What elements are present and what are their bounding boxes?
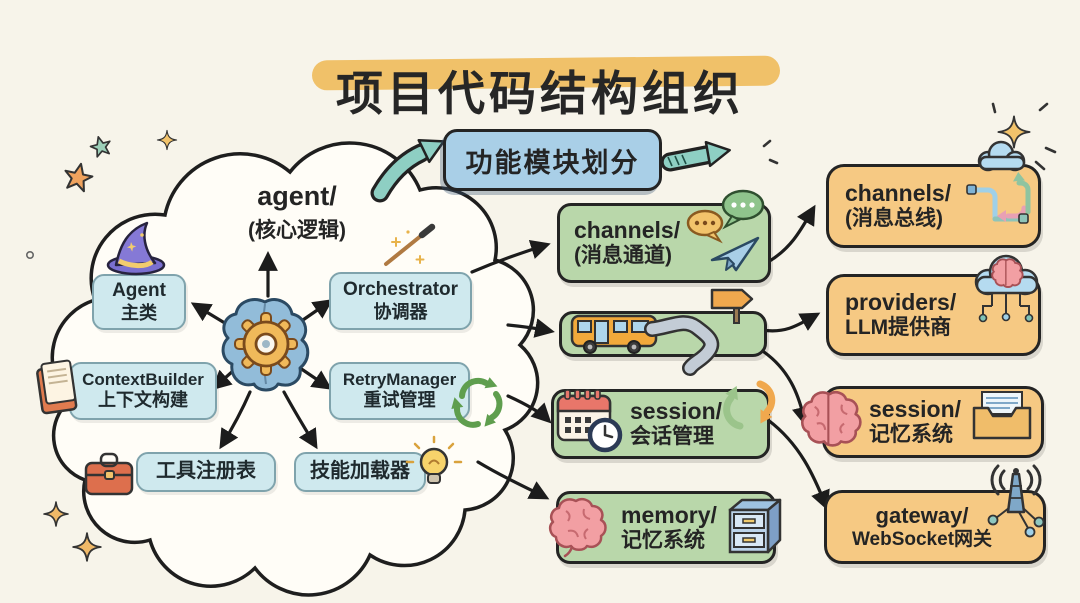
node-transport-graphic [559,311,767,357]
node-memory-middle: memory/ 记忆系统 [556,491,776,564]
sparkle-icon [72,532,102,562]
node-label: 协调器 [373,301,428,322]
node-label: 技能加载器 [310,460,410,483]
node-tool-registry: 工具注册表 [136,452,276,492]
node-label: providers/ [845,289,957,316]
node-session-middle: session/ 会话管理 [551,389,770,459]
node-label: RetryManager [342,370,457,390]
node-label: gateway/ [875,502,969,528]
node-session-memory: session/ 记忆系统 [822,386,1044,458]
node-context-builder: ContextBuilder 上下文构建 [69,362,217,420]
sparkle-icon [43,501,69,527]
node-gateway: gateway/ WebSocket网关 [824,490,1046,564]
page-title: 项目代码结构组织 [336,67,744,121]
node-label: (消息总线) [845,207,943,231]
node-channels-middle: channels/ (消息通道) [557,203,771,283]
node-label: 上下文构建 [98,390,188,411]
cloud-inner-arrows [190,251,334,450]
node-label: ContextBuilder [82,370,204,390]
node-skill-loader: 技能加载器 [294,452,426,492]
banner-function-modules: 功能模块划分 [443,129,662,191]
node-retry-manager: RetryManager 重试管理 [329,362,470,420]
node-label: 工具注册表 [156,460,256,483]
node-label: LLM提供商 [845,316,952,340]
node-label: session/ [869,396,962,423]
node-label: channels/ [574,217,681,244]
node-label: channels/ [845,180,952,207]
star-icon [89,136,111,158]
node-label: WebSocket网关 [851,528,993,550]
star-icon [64,162,94,193]
teal-arrow-right-icon [660,140,731,172]
node-label: Agent [112,280,166,302]
dot-decoration [25,251,34,260]
wizard-hat-icon [106,221,166,276]
magic-wand-icon [384,223,436,266]
node-channels-bus: channels/ (消息总线) [826,164,1041,248]
cloud-heading-line2: (核心逻辑) [248,219,346,242]
node-label: 主类 [121,302,157,323]
node-label: Orchestrator [342,279,459,301]
node-label: session/ [630,398,723,425]
node-label: 会话管理 [630,425,714,449]
banner-label: 功能模块划分 [465,147,640,178]
sparkle-icon [156,129,178,151]
node-label: 记忆系统 [869,423,953,447]
node-label: 记忆系统 [621,528,705,552]
node-orchestrator: Orchestrator 协调器 [329,272,472,330]
node-label: 重试管理 [363,390,436,411]
node-agent-class: Agent 主类 [92,274,186,330]
cloud-heading: agent/ (核心逻辑) [202,181,392,244]
node-label: memory/ [621,501,717,528]
node-providers: providers/ LLM提供商 [826,274,1041,356]
node-label: (消息通道) [574,244,672,268]
cloud-heading-line1: agent/ [257,181,337,211]
brain-gear-icon [221,298,310,392]
cloud-to-middle-arrows [470,239,555,500]
toolbox-icon [84,452,134,496]
middle-to-right-arrows [760,204,830,511]
